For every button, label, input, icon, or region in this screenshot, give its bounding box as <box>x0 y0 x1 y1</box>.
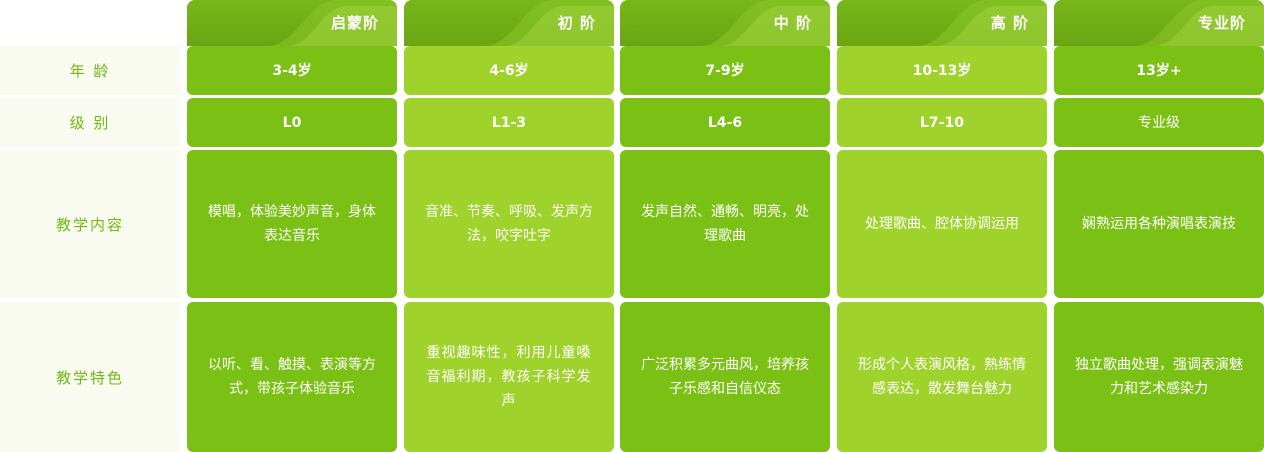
tab-wave-decoration <box>917 0 1047 46</box>
level-cell: L4-6 <box>620 98 830 147</box>
column-header-label: 高 阶 <box>990 14 1029 32</box>
content-cell: 模唱，体验美妙声音，身体表达音乐 <box>187 150 397 298</box>
tab-wave-decoration <box>700 0 830 46</box>
column-header-level-3: 高 阶 <box>837 0 1047 46</box>
column-header-level-2: 中 阶 <box>620 0 830 46</box>
content-cell: 处理歌曲、腔体协调运用 <box>837 150 1047 298</box>
row-label-features: 教学特色 <box>0 302 180 452</box>
age-cell: 7-9岁 <box>620 46 830 95</box>
feature-cell: 独立歌曲处理，强调表演魅力和艺术感染力 <box>1054 302 1264 452</box>
level-cell: 专业级 <box>1054 98 1264 147</box>
tab-wave-decoration <box>484 0 614 46</box>
age-cell: 10-13岁 <box>837 46 1047 95</box>
column-header-level-4: 专业阶 <box>1054 0 1264 46</box>
level-cell: L0 <box>187 98 397 147</box>
age-cell: 3-4岁 <box>187 46 397 95</box>
column-header-label: 启蒙阶 <box>330 14 379 32</box>
column-header-label: 专业阶 <box>1197 14 1246 32</box>
tab-wave-decoration <box>1134 0 1264 46</box>
feature-cell: 以听、看、触摸、表演等方式，带孩子体验音乐 <box>187 302 397 452</box>
content-cell: 娴熟运用各种演唱表演技 <box>1054 150 1264 298</box>
column-header-label: 中 阶 <box>773 14 812 32</box>
level-cell: L1-3 <box>404 98 614 147</box>
column-header-label: 初 阶 <box>557 14 596 32</box>
feature-cell: 形成个人表演风格，熟练情感表达，散发舞台魅力 <box>837 302 1047 452</box>
row-label-content: 教学内容 <box>0 150 180 298</box>
feature-cell: 重视趣味性，利用儿童嗓音福利期，教孩子科学发声 <box>404 302 614 452</box>
column-header-level-1: 初 阶 <box>404 0 614 46</box>
row-label-age: 年 龄 <box>0 46 180 95</box>
column-header-level-0: 启蒙阶 <box>187 0 397 46</box>
content-cell: 发声自然、通畅、明亮，处理歌曲 <box>620 150 830 298</box>
age-cell: 13岁+ <box>1054 46 1264 95</box>
age-cell: 4-6岁 <box>404 46 614 95</box>
feature-cell: 广泛积累多元曲风，培养孩子乐感和自信仪态 <box>620 302 830 452</box>
tab-wave-decoration <box>267 0 397 46</box>
level-cell: L7-10 <box>837 98 1047 147</box>
content-cell: 音准、节奏、呼吸、发声方法，咬字吐字 <box>404 150 614 298</box>
row-label-level: 级 别 <box>0 98 180 147</box>
